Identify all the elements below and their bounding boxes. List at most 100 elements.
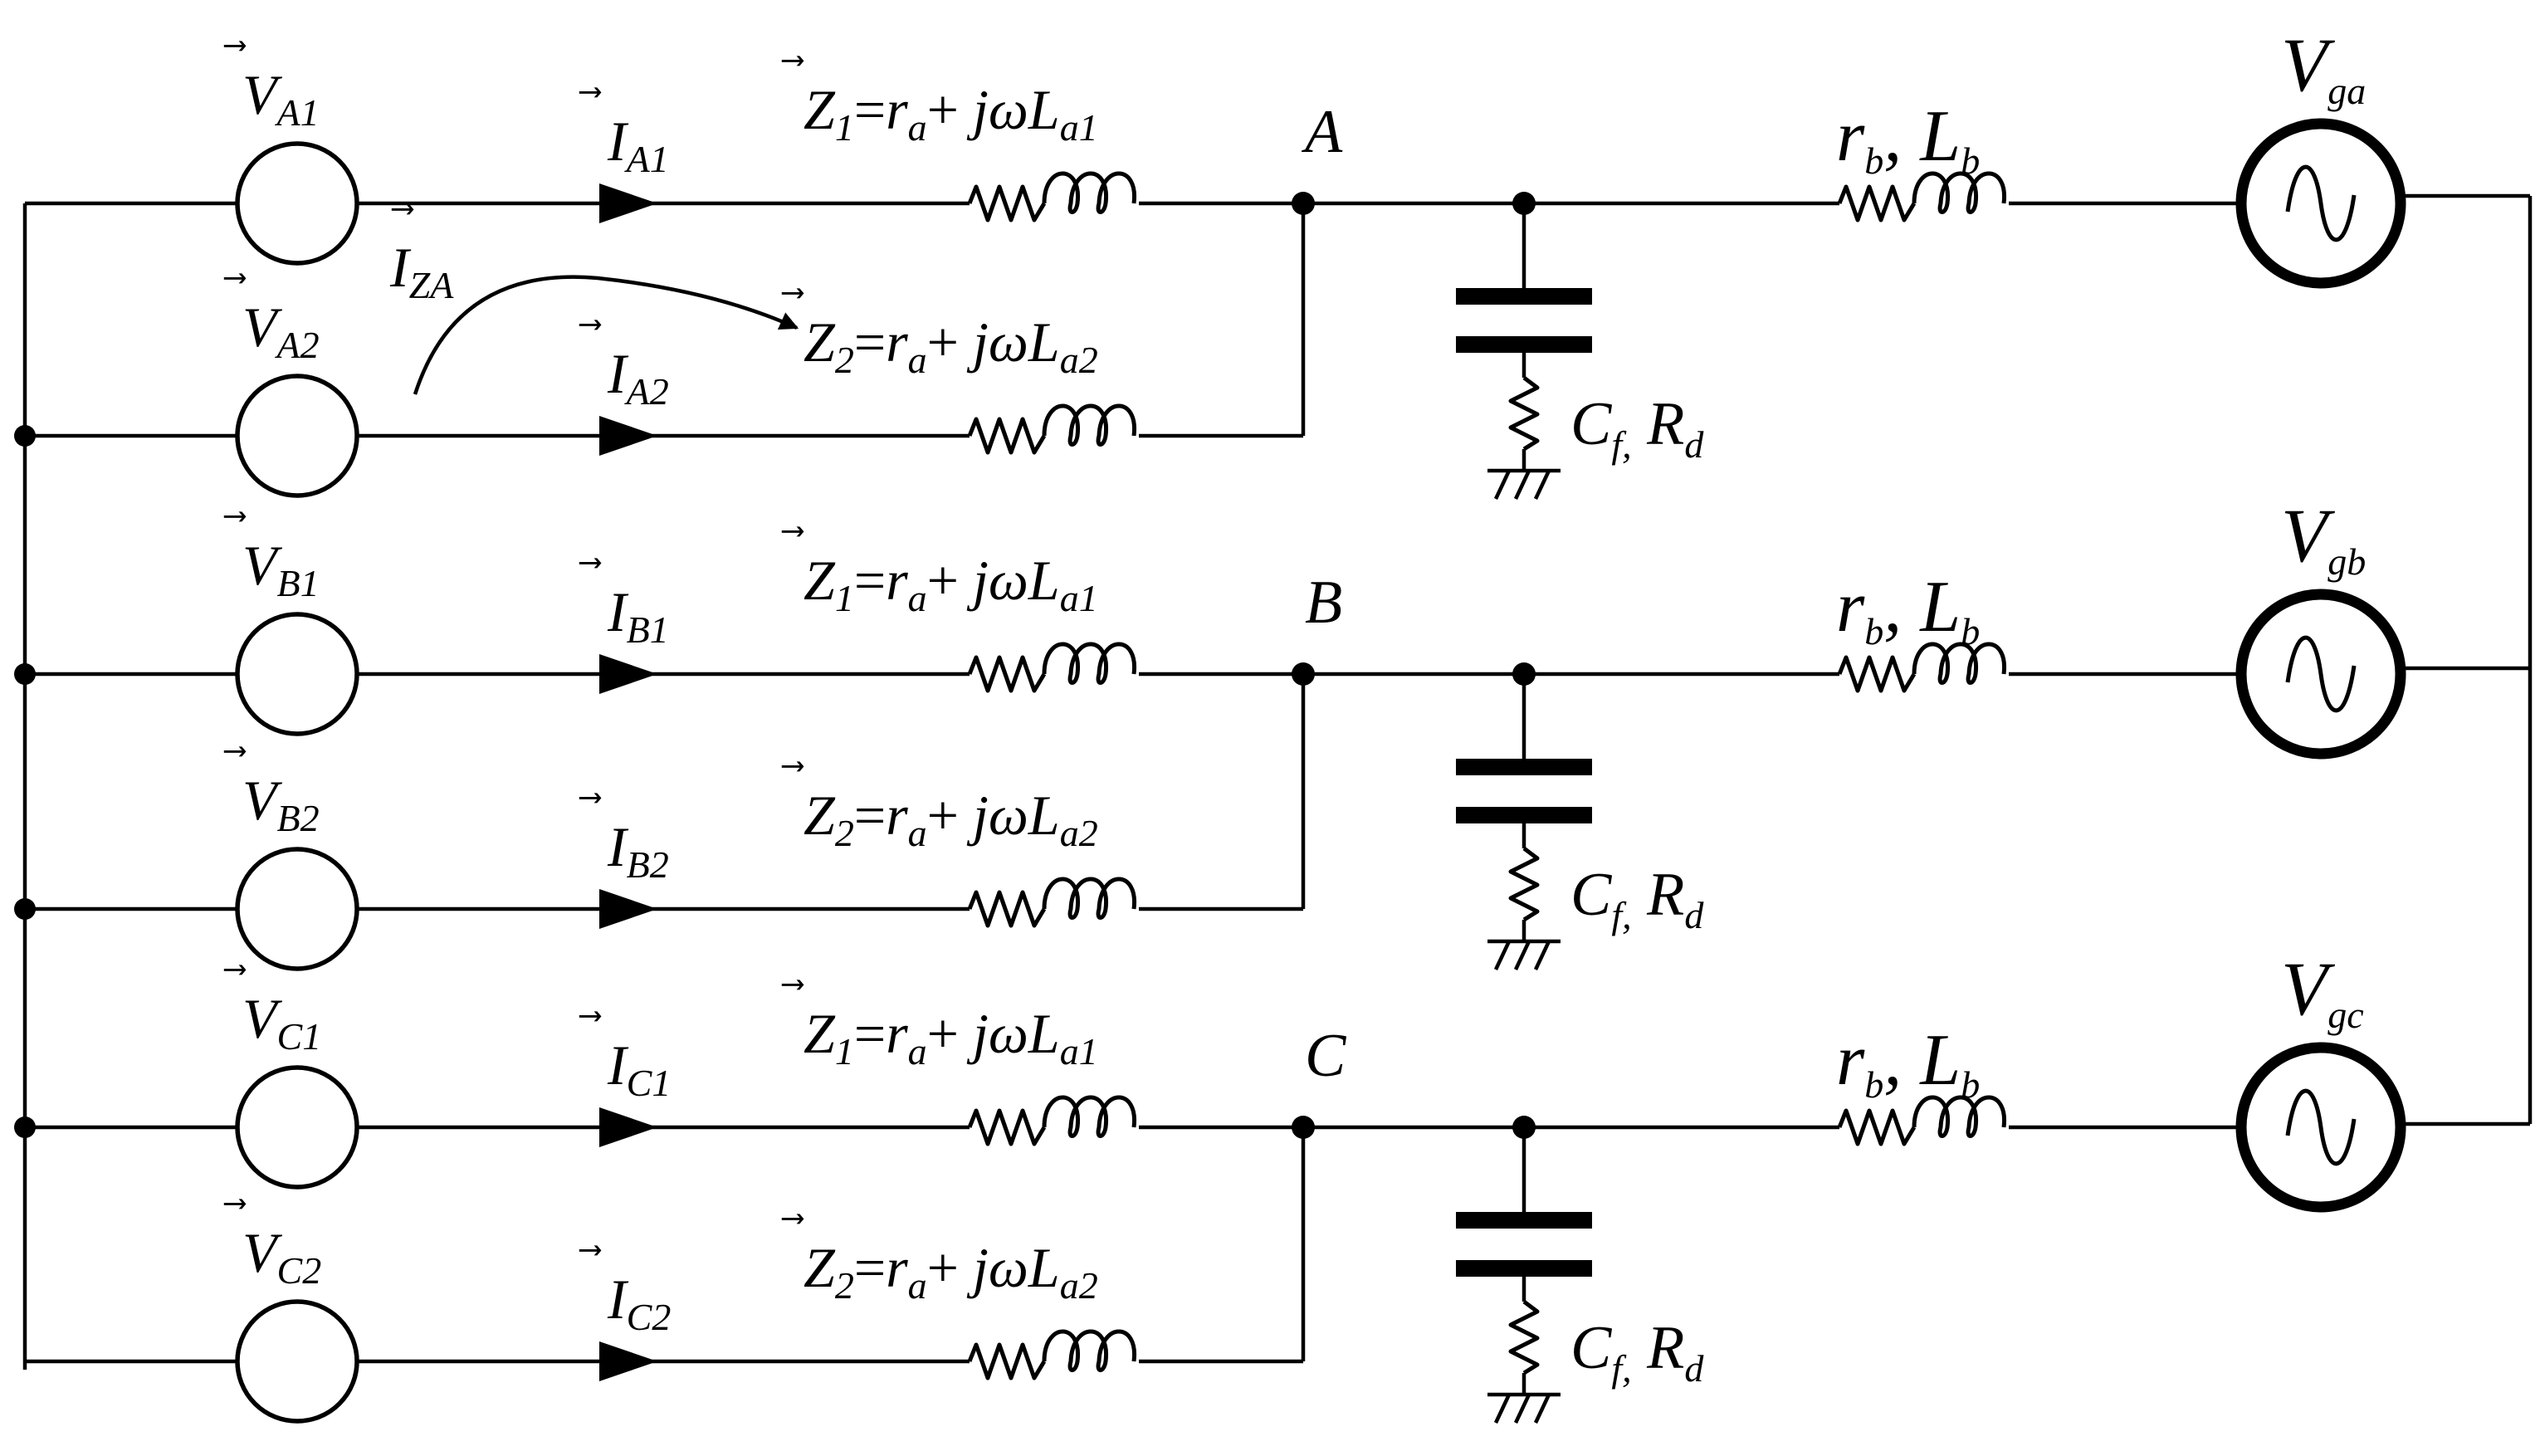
source-vector-mark: ⃗ [223, 1199, 247, 1209]
inverter-voltage-source-icon [235, 141, 359, 266]
inverter-voltage-source-icon [235, 612, 359, 736]
sine-wave-icon [2285, 635, 2357, 713]
impedance-vector-mark: ⃗ [781, 288, 804, 299]
grid-impedance-label: rb, Lb [1836, 1020, 1980, 1106]
circulating-current-vector-mark: ⃗ [391, 204, 414, 215]
current-direction-arrow-icon [599, 1341, 657, 1381]
resistor-icon [967, 1108, 1047, 1146]
inverter-voltage-source-icon [235, 374, 359, 498]
impedance-vector-mark: ⃗ [781, 980, 804, 990]
impedance-vector-mark: ⃗ [781, 1214, 804, 1224]
source-vector-mark: ⃗ [223, 41, 247, 51]
grid-resistor-icon [1837, 184, 1917, 222]
capacitor-plate-icon [1456, 807, 1592, 823]
grid-resistor-icon [1837, 1108, 1917, 1146]
inverter-voltage-source-icon [235, 847, 359, 971]
branch-c2: ⃗VC2⃗IC2⃗Z2=ra+ jωLa2 [25, 1199, 1303, 1424]
node-label: A [1301, 98, 1343, 166]
source-voltage-label: VA1 [242, 63, 320, 134]
impedance-vector-mark: ⃗ [781, 526, 804, 537]
circulating-current-label: IZA [389, 236, 454, 306]
bus-junction-dot [14, 663, 36, 685]
circulating-current: ⃗ IZA [389, 204, 799, 395]
current-vector-mark: ⃗ [579, 1245, 602, 1256]
node-label: B [1305, 569, 1342, 637]
ground-hatch [1533, 470, 1551, 500]
damping-resistor-icon [1508, 1300, 1540, 1375]
inverter-branches: ⃗VA1⃗IA1⃗Z1=ra+ jωLa1⃗VA2⃗IA2⃗Z2=ra+ jωL… [14, 41, 1524, 1424]
capacitor-plate-icon [1456, 336, 1592, 353]
source-vector-mark: ⃗ [223, 273, 247, 284]
impedance-vector-mark: ⃗ [781, 56, 804, 66]
current-direction-arrow-icon [599, 889, 657, 929]
grid-impedance-label: rb, Lb [1836, 567, 1980, 652]
branch-b1: ⃗VB1⃗IB1⃗Z1=ra+ jωLa1 [14, 511, 1524, 736]
ground-hatch [1493, 470, 1512, 500]
branch-a2: ⃗VA2⃗IA2⃗Z2=ra+ jωLa2 [14, 273, 1303, 498]
current-direction-arrow-icon [599, 416, 657, 456]
inductor-icon [1042, 642, 1136, 685]
capacitor-plate-icon [1456, 759, 1592, 775]
current-vector-mark: ⃗ [579, 558, 602, 569]
current-direction-arrow-icon [599, 654, 657, 694]
node-junction-dot [1292, 192, 1315, 215]
current-direction-arrow-icon [599, 183, 657, 223]
circulating-current-arrow [413, 275, 799, 395]
node-junction-dot [1292, 662, 1315, 686]
inductor-icon [1042, 1095, 1136, 1138]
branch-impedance-label: Z2=ra+ jωLa2 [804, 1236, 1098, 1307]
ground-hatch [1533, 1394, 1551, 1424]
ground-hatch [1513, 941, 1531, 970]
branch-current-label: IB2 [607, 815, 669, 886]
grid-inductor-icon [1912, 642, 2006, 685]
capacitor-plate-icon [1456, 288, 1592, 305]
resistor-icon [967, 1342, 1047, 1380]
branch-b2: ⃗VB2⃗IB2⃗Z2=ra+ jωLa2 [14, 746, 1303, 971]
ground-hatch [1533, 941, 1551, 970]
resistor-icon [967, 417, 1047, 455]
inverter-voltage-source-icon [235, 1299, 359, 1424]
source-vector-mark: ⃗ [223, 511, 247, 522]
branch-c1: ⃗ VC1⃗ IC1⃗ Z1=ra+ jωLa1 [14, 965, 1524, 1190]
inductor-icon [1042, 1329, 1136, 1372]
current-vector-mark: ⃗ [579, 320, 602, 330]
ground-hatch [1513, 470, 1531, 500]
grid-voltage-label: Vgb [2281, 493, 2366, 583]
grid-inductor-icon [1912, 171, 2006, 214]
filter-label: Cf, Rd [1570, 1314, 1704, 1390]
branch-impedance-label: Z2=ra+ jωLa2 [804, 310, 1098, 381]
sine-wave-icon [2285, 1088, 2357, 1166]
node-junction-dot [1292, 1116, 1315, 1139]
capacitor-plate-icon [1456, 1212, 1592, 1229]
bus-junction-dot [14, 425, 36, 447]
current-vector-mark: ⃗ [579, 793, 602, 804]
source-voltage-label: VC1 [242, 987, 321, 1058]
resistor-icon [967, 184, 1047, 222]
grid-resistor-icon [1837, 655, 1917, 693]
branch-current-label: IC2 [607, 1268, 671, 1338]
branch-impedance-label: Z1=ra+ jωLa1 [804, 78, 1098, 149]
impedance-vector-mark: ⃗ [781, 761, 804, 772]
resistor-icon [967, 655, 1047, 693]
branch-current-label: IA2 [607, 342, 669, 413]
filter-label: Cf, Rd [1570, 861, 1704, 936]
capacitor-plate-icon [1456, 1260, 1592, 1277]
branch-current-label: IA1 [607, 110, 669, 180]
inverter-voltage-source-icon [235, 1065, 359, 1190]
sine-wave-icon [2285, 164, 2357, 242]
source-voltage-label: VA2 [242, 296, 320, 366]
current-vector-mark: ⃗ [579, 1011, 602, 1022]
source-vector-mark: ⃗ [223, 965, 247, 975]
branch-current-label: IC1 [607, 1033, 671, 1104]
wiring [22, 193, 2533, 1370]
current-direction-arrow-icon [599, 1107, 657, 1147]
source-voltage-label: VB2 [242, 769, 320, 839]
ground-hatch [1493, 941, 1512, 970]
ground-hatch [1493, 1394, 1512, 1424]
grid-inductor-icon [1912, 1095, 2006, 1138]
branch-impedance-label: Z1=ra+ jωLa1 [804, 1002, 1098, 1072]
